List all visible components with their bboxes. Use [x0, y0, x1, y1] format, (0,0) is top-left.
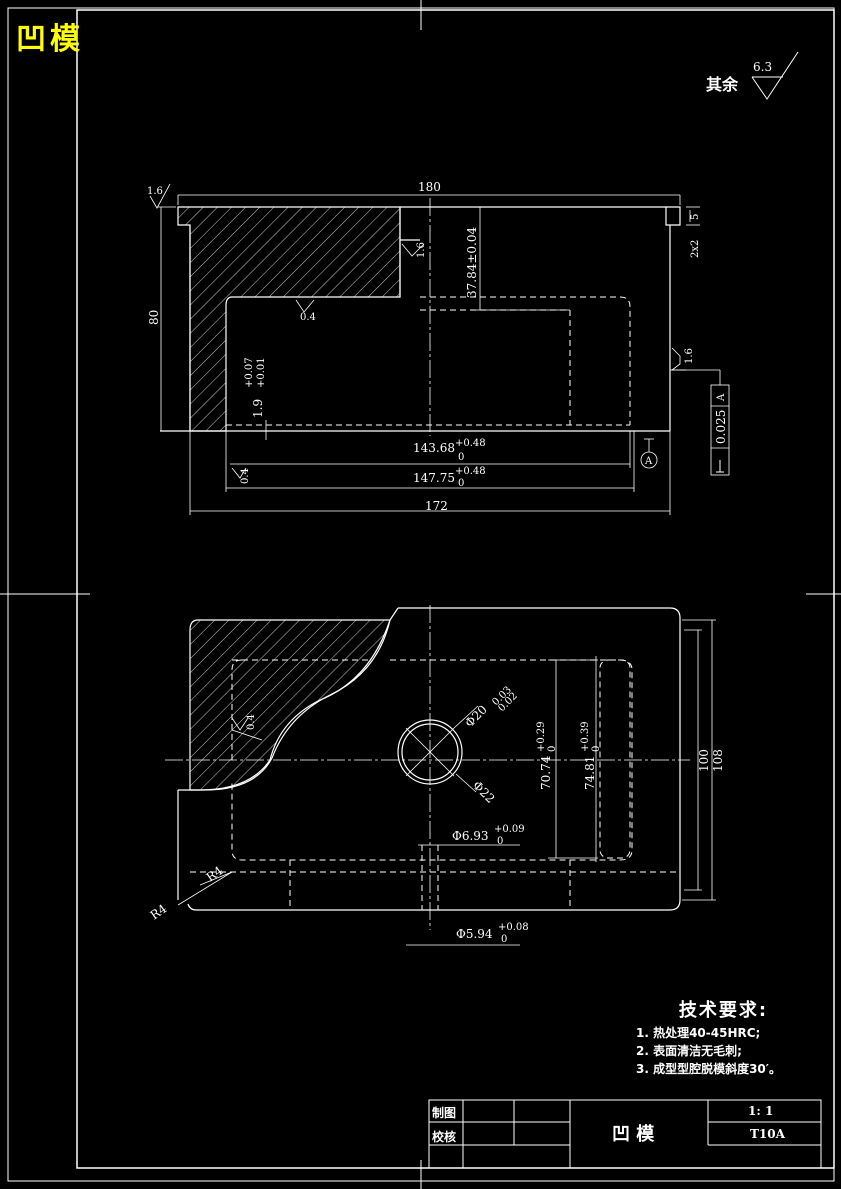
rough-0-4-a: 0.4 [300, 312, 316, 323]
radius-r4-a: R4 [148, 901, 170, 922]
top-view: Φ20 0.03 0.02 Φ22 70.74 +0.29 0 74.81 +0… [148, 605, 725, 946]
radius-r4-b: R4 [204, 863, 226, 884]
top-section-hatch [189, 619, 391, 791]
requirement-item: 1. 热处理40-45HRC; [636, 1026, 761, 1040]
rough-0-4-b: 0.4 [240, 468, 251, 484]
rough-1-6-a: 1.6 [147, 186, 163, 197]
dim-5-94: Φ5.94 [456, 927, 493, 941]
dim-74-81: 74.81 [583, 756, 597, 790]
dim-172: 172 [425, 499, 448, 513]
dim-80: 80 [147, 310, 161, 325]
roughness-note: 其余 [706, 75, 739, 94]
dim-5-94-tol-up: +0.08 [498, 922, 529, 933]
dim-hole-20: Φ20 [462, 702, 490, 730]
dim-1-9-tol-low: +0.01 [256, 357, 267, 388]
dim-1-9-tol-up: +0.07 [244, 357, 255, 388]
dim-143-68-tol-low: 0 [458, 452, 464, 463]
requirement-item: 3. 成型型腔脱模斜度30′。 [636, 1062, 781, 1076]
dim-2x2: 2x2 [690, 240, 701, 258]
dim-6-93-tol-low: 0 [497, 836, 503, 847]
dim-74-81-tol-low: 0 [591, 746, 602, 752]
requirement-item: 2. 表面清洁无毛刺; [636, 1044, 742, 1058]
dim-5: 5 [690, 214, 701, 220]
dim-70-74: 70.74 [539, 755, 553, 790]
roughness-value: 6.3 [753, 60, 772, 74]
front-view: 180 80 37.84±0.04 143.68 +0.48 0 147.75 … [147, 180, 730, 515]
rough-0-4-top: 0.4 [246, 714, 257, 730]
dim-147-75-tol-low: 0 [458, 478, 464, 489]
dim-147-75-tol-up: +0.48 [455, 466, 486, 477]
sheet-title: 凹模 [16, 22, 84, 57]
dim-70-74-tol-low: 0 [547, 746, 558, 752]
title-block-frame [428, 1099, 822, 1169]
roughness-general: 6.3 其余 [706, 51, 799, 100]
dim-6-93: Φ6.93 [452, 829, 489, 843]
rough-1-6-b: 1.6 [416, 242, 427, 258]
dim-70-74-tol-up: +0.29 [536, 721, 547, 752]
dim-1-9: 1.9 [251, 399, 265, 418]
front-section-hatch [177, 206, 401, 432]
dim-hole-22: Φ22 [470, 778, 498, 806]
dim-5-94-tol-low: 0 [501, 934, 507, 945]
rough-1-6-c: 1.6 [684, 348, 695, 364]
scale: 1: 1 [748, 1104, 774, 1118]
dim-143-68: 143.68 [413, 441, 455, 455]
requirements-heading: 技术要求: [678, 1000, 769, 1021]
drawn-label: 制图 [432, 1106, 457, 1120]
dim-74-81-tol-up: +0.39 [580, 721, 591, 752]
datum-a: A [644, 456, 653, 467]
dim-6-93-tol-up: +0.09 [494, 824, 525, 835]
technical-requirements: 技术要求: 1. 热处理40-45HRC; 2. 表面清洁无毛刺; 3. 成型型… [636, 1002, 781, 1078]
dim-180: 180 [418, 180, 441, 194]
dim-108: 108 [711, 749, 725, 772]
tol-value: 0.025 [714, 410, 728, 444]
part-name: 凹 模 [612, 1124, 655, 1145]
checked-label: 校核 [432, 1130, 457, 1144]
dim-100: 100 [697, 749, 711, 772]
material: T10A [750, 1127, 785, 1141]
dim-147-75: 147.75 [413, 471, 455, 485]
tol-datum: A [716, 393, 727, 402]
dim-143-68-tol-up: +0.48 [455, 438, 486, 449]
dim-37-84: 37.84±0.04 [465, 227, 479, 298]
